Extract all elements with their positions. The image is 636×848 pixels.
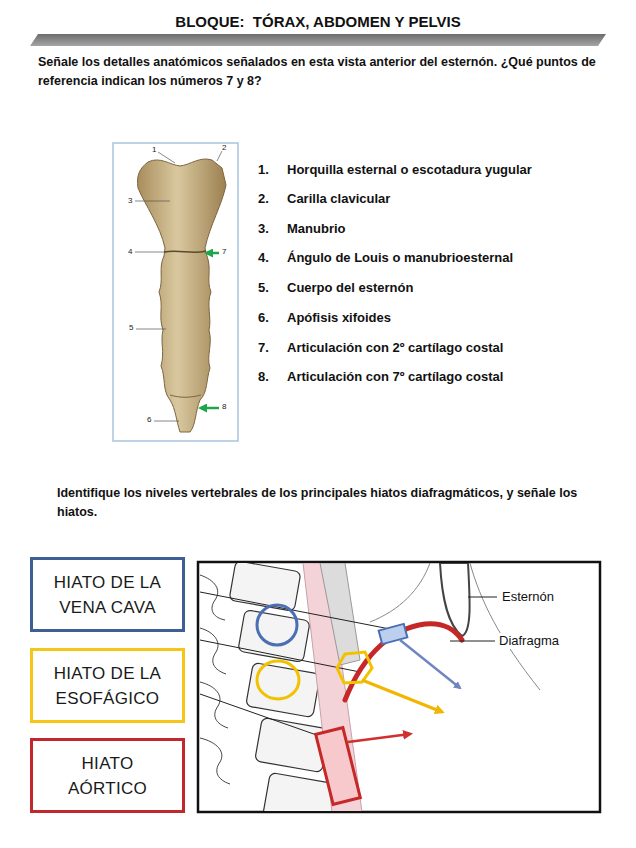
callout-number: 5 <box>129 323 133 333</box>
list-text: Apófisis xifoides <box>287 310 627 326</box>
list-number: 8. <box>258 369 269 385</box>
callout-number: 2 <box>222 143 226 153</box>
list-text: Manubrio <box>287 221 627 237</box>
list-text: Carilla clavicular <box>287 191 627 207</box>
callout-number: 4 <box>128 247 132 257</box>
callout-number: 8 <box>222 402 226 412</box>
list-text: Horquilla esternal o escotadura yugular <box>287 162 627 178</box>
leader-line <box>450 641 495 642</box>
hiatus-box: HIATO DE LA VENA CAVA <box>30 557 185 632</box>
xiphoid-joint <box>170 395 201 397</box>
green-arrow <box>207 252 219 255</box>
callout-number: 6 <box>147 415 151 425</box>
list-text: Articulación con 2º cartílago costal <box>287 340 627 356</box>
image-frame <box>113 143 238 441</box>
list-number: 2. <box>258 191 269 207</box>
box-label: HIATO DE LA VENA CAVA <box>45 570 170 620</box>
question-text: Identifique los niveles vertebrales de l… <box>57 484 617 522</box>
callout-number: 1 <box>152 145 156 155</box>
question-text: Señale los detalles anatómicos señalados… <box>38 53 624 91</box>
structure-label: Esternón <box>501 589 555 605</box>
page-title: BLOQUE: TÓRAX, ABDOMEN Y PELVIS <box>0 13 636 32</box>
header-bar <box>30 34 606 46</box>
list-text: Articulación con 7º cartílago costal <box>287 369 627 385</box>
box-label: HIATO AÓRTICO <box>45 751 170 801</box>
hiatus-box: HIATO DE LA ESOFÁGICO <box>30 648 185 723</box>
list-number: 4. <box>258 250 269 266</box>
thorax-section <box>200 563 540 811</box>
leader-lines <box>135 151 222 421</box>
list-number: 1. <box>258 162 269 178</box>
leader-line <box>468 597 497 598</box>
list-text: Cuerpo del esternón <box>287 280 627 296</box>
structure-label: Diafragma <box>498 633 560 649</box>
callout-number: 7 <box>222 247 226 257</box>
box-label: HIATO DE LA ESOFÁGICO <box>45 661 170 711</box>
green-arrow <box>201 407 219 410</box>
manubriosternal-joint <box>164 251 206 252</box>
sternum <box>137 159 226 432</box>
hiatus-box: HIATO AÓRTICO <box>30 738 185 813</box>
list-number: 7. <box>258 340 269 356</box>
list-number: 3. <box>258 221 269 237</box>
list-number: 6. <box>258 310 269 326</box>
list-number: 5. <box>258 280 269 296</box>
list-text: Ángulo de Louis o manubrioesternal <box>287 250 627 266</box>
callout-number: 3 <box>128 196 132 206</box>
